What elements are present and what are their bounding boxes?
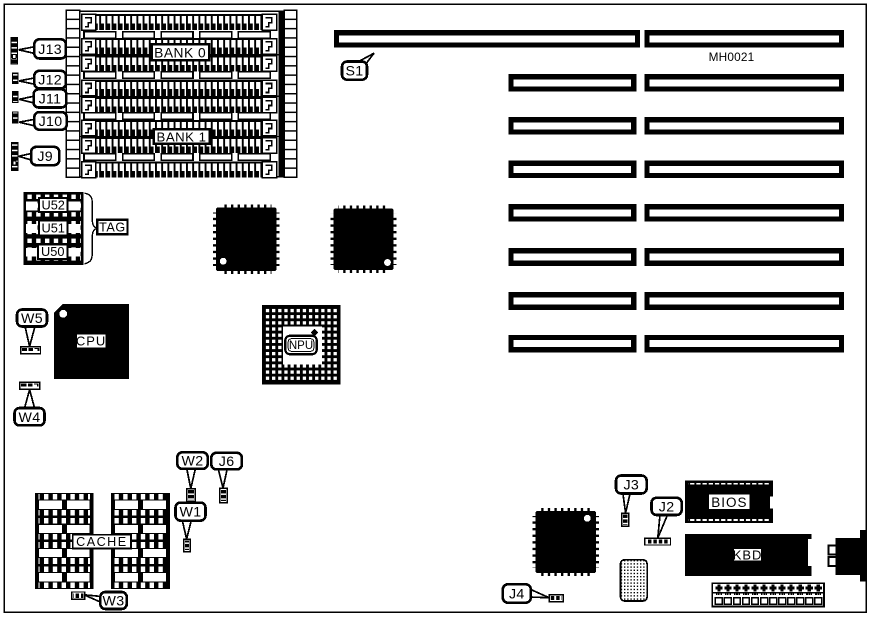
svg-text:J4: J4 [509, 587, 525, 603]
svg-text:NPU: NPU [289, 340, 313, 352]
svg-text:BANK 0: BANK 0 [154, 45, 206, 60]
svg-text:MH0021: MH0021 [709, 50, 755, 64]
svg-text:U52: U52 [41, 198, 64, 213]
svg-text:CPU: CPU [76, 334, 106, 349]
svg-text:S1: S1 [346, 64, 364, 80]
svg-text:J3: J3 [624, 478, 640, 494]
svg-text:W5: W5 [21, 311, 43, 327]
svg-text:W4: W4 [19, 410, 41, 426]
svg-text:W2: W2 [182, 454, 204, 470]
svg-text:U50: U50 [41, 244, 64, 259]
svg-text:BIOS: BIOS [711, 495, 747, 510]
svg-text:KBD: KBD [733, 548, 763, 563]
svg-text:J2: J2 [659, 500, 675, 516]
svg-text:BANK 1: BANK 1 [157, 129, 207, 144]
svg-text:TAG: TAG [99, 221, 125, 235]
svg-text:J12: J12 [38, 73, 62, 89]
svg-text:J9: J9 [37, 149, 53, 165]
svg-text:W1: W1 [180, 505, 202, 521]
svg-text:W3: W3 [103, 594, 125, 610]
svg-text:J6: J6 [219, 454, 235, 470]
svg-text:J13: J13 [38, 42, 62, 58]
svg-text:J11: J11 [39, 92, 62, 108]
svg-text:J10: J10 [39, 114, 63, 130]
svg-text:U51: U51 [41, 221, 64, 236]
svg-text:CACHE: CACHE [76, 535, 128, 549]
